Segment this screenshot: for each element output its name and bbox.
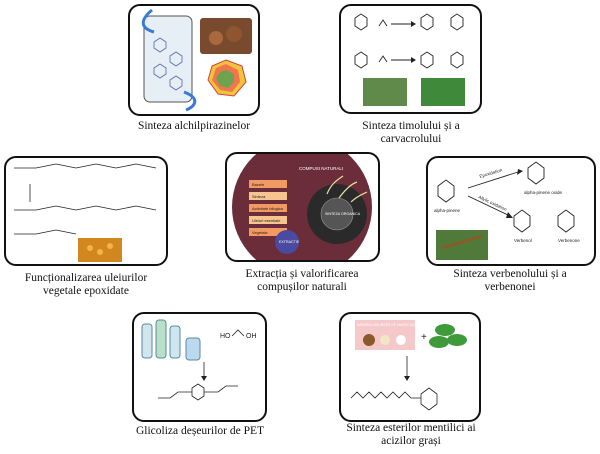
epoxidation-label: Epoxidation: [479, 167, 503, 179]
catalyst-structure: [153, 37, 183, 91]
natural-compounds-diagram: COMPUSI NATURALI Bazele Sinteza Activita…: [232, 154, 372, 260]
mint-leaves-icon: [429, 324, 467, 348]
triglyceride-chain-bottom: [14, 229, 77, 235]
verbenone-structure: [557, 209, 575, 233]
caption-natural: Extracția și valorificarea compușilor na…: [245, 268, 359, 293]
sprouting-plants: [326, 175, 368, 203]
phenol-ring-1: [354, 13, 368, 31]
panel-alkylpyrazine: [128, 4, 260, 116]
caption-alkylpyrazine: Sinteza alchilpirazinelor: [137, 120, 251, 132]
organic-synthesis-circle: [320, 197, 354, 231]
verbenol-scheme: Epoxidation Allylic oxidation alpha-pine…: [434, 161, 580, 260]
alkylpyrazine-illustration: [141, 8, 252, 112]
panel-verbenol: Epoxidation Allylic oxidation alpha-pine…: [426, 156, 596, 266]
pet-scheme: HO OH: [141, 319, 257, 401]
verbenol-label: Verbenol: [514, 238, 532, 243]
alpha-pinene-label: alpha-pinene: [434, 208, 461, 213]
panel-epoxide: [4, 156, 168, 266]
natural-box-synthesis: Sinteza: [252, 194, 266, 199]
lauric-acid-banner: NATURAL SOURCES OF LAURIC ACID: [357, 323, 419, 327]
natural-title: COMPUSI NATURALI: [299, 166, 343, 171]
plus-sign: +: [421, 332, 427, 343]
bhet-left-chain: [158, 391, 192, 399]
caption-menthyl: Sinteza esterilor mentilici ai acizilor …: [346, 422, 476, 447]
triglyceride-chain-top: [14, 163, 157, 169]
bhet-right-chain: [204, 385, 238, 393]
bhet-ring: [191, 383, 205, 401]
extraction-circle: [275, 230, 299, 254]
caption-thymol: Sinteza timolului și a carvacrolului: [362, 120, 460, 145]
epoxide-scheme: [14, 163, 157, 262]
ethylene-glycol-oh: OH: [246, 333, 257, 340]
reactor-vessel: [143, 15, 193, 103]
organic-synthesis-label: SINTEZA ORGANICA: [325, 212, 361, 216]
allylic-oxidation-label: Allylic oxidation: [478, 194, 508, 212]
thyme-photo: [363, 78, 407, 106]
natural-box-bioactivity: Activitate bilogica: [252, 206, 284, 211]
verbenone-label: Verbenone: [558, 238, 580, 243]
panel-pet: HO OH: [132, 312, 267, 422]
inlet-arrow: [141, 8, 155, 34]
natural-box-bases: Bazele: [252, 182, 265, 187]
natural-box-essential-oils: Uleiuri esentiale: [252, 218, 281, 223]
pine-photo: [436, 230, 488, 260]
triglyceride-chain-mid: [14, 205, 157, 211]
thymol-scheme: [354, 13, 465, 106]
alpha-pinene-structure: [437, 179, 455, 203]
pinene-oxide-label: alpha-pinene oxide: [524, 190, 563, 195]
epoxidation-arrow: [467, 171, 519, 189]
caption-verbenol: Sinteza verbenolului și a verbenonei: [453, 268, 567, 293]
extraction-label: EXTRACTIE: [279, 240, 300, 244]
menthol-ring: [420, 387, 438, 411]
fatty-acid-chain: [350, 391, 412, 399]
panel-thymol: [339, 4, 482, 114]
oregano-photo: [421, 78, 465, 106]
allylic-oxidation-arrow: [467, 195, 511, 217]
menthyl-scheme: NATURAL SOURCES OF LAURIC ACID +: [350, 320, 467, 411]
panel-menthyl: NATURAL SOURCES OF LAURIC ACID +: [339, 312, 481, 422]
ethylene-glycol-ho: HO: [220, 333, 231, 340]
caption-pet: Glicoliza deșeurilor de PET: [135, 425, 265, 437]
caption-epoxide: Funcționalizarea uleiurilor vegetale epo…: [24, 272, 148, 297]
outlet-arrow: [183, 90, 197, 112]
pinene-oxide-structure: [527, 161, 545, 185]
natural-box-vegetal: Vegetale: [252, 230, 268, 235]
verbenol-structure: [513, 209, 531, 233]
panel-natural: COMPUSI NATURALI Bazele Sinteza Activita…: [225, 152, 380, 262]
phenol-ring-2: [354, 51, 368, 69]
pet-bottles: [141, 319, 201, 361]
cocoa-photo: [200, 18, 252, 54]
